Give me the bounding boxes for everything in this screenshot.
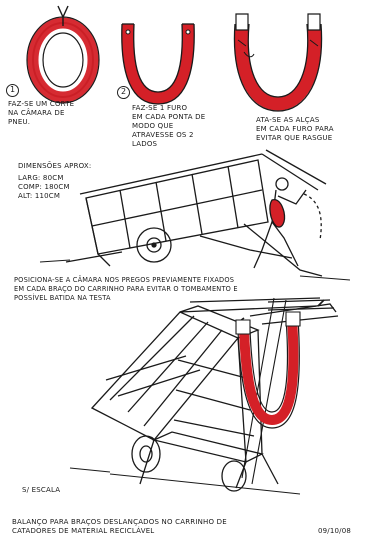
tube-u-with-straps <box>234 14 321 111</box>
dimensions-block: DIMENSÕES APROX: LARG: 80CM COMP: 180CM … <box>18 162 92 201</box>
scale-label: S/ ESCALA <box>22 486 60 495</box>
caption-line: CATADORES DE MATERIAL RECICLÁVEL <box>12 527 227 536</box>
dimension-width: LARG: 80CM <box>18 174 92 183</box>
cart-perspective-view <box>70 298 338 494</box>
instruction-note: POSICIONA-SE A CÂMARA NOS PREGOS PREVIAM… <box>14 276 238 303</box>
step-1-line: NA CÂMARA DE <box>8 109 74 118</box>
step-2-line: ATRAVESSE OS 2 <box>132 131 205 140</box>
step-3-note: ATA-SE AS ALÇAS EM CADA FURO PARA EVITAR… <box>256 116 334 143</box>
instruction-line: POSSÍVEL BATIDA NA TESTA <box>14 294 238 303</box>
caption-line: BALANÇO PARA BRAÇOS DESLANÇADOS NO CARRI… <box>12 518 227 527</box>
step-3-line: EVITAR QUE RASGUE <box>256 134 334 143</box>
step-1-line: FAZ-SE UM CORTE <box>8 100 74 109</box>
date-label: 09/10/08 <box>318 527 351 536</box>
step-2-note: FAZ-SE 1 FURO EM CADA PONTA DE MODO QUE … <box>132 104 205 149</box>
step-2-line: MODO QUE <box>132 122 205 131</box>
dimension-height: ALT: 110CM <box>18 192 92 201</box>
step-2-line: EM CADA PONTA DE <box>132 113 205 122</box>
instruction-line: EM CADA BRAÇO DO CARRINHO PARA EVITAR O … <box>14 285 238 294</box>
dimensions-title: DIMENSÕES APROX: <box>18 162 92 171</box>
tube-ring-closed <box>27 6 99 103</box>
step-3-line: ATA-SE AS ALÇAS <box>256 116 334 125</box>
tube-u-opened <box>122 24 194 104</box>
instruction-line: POSICIONA-SE A CÂMARA NOS PREGOS PREVIAM… <box>14 276 238 285</box>
step-3-line: EM CADA FURO PARA <box>256 125 334 134</box>
step-1-note: FAZ-SE UM CORTE NA CÂMARA DE PNEU. <box>8 100 74 127</box>
step-number-1: 1 <box>6 84 19 97</box>
caption: BALANÇO PARA BRAÇOS DESLANÇADOS NO CARRI… <box>12 518 227 536</box>
dimension-length: COMP: 180CM <box>18 183 92 192</box>
step-number-2: 2 <box>117 86 130 99</box>
step-2-line: LADOS <box>132 140 205 149</box>
step-2-line: FAZ-SE 1 FURO <box>132 104 205 113</box>
step-1-line: PNEU. <box>8 118 74 127</box>
